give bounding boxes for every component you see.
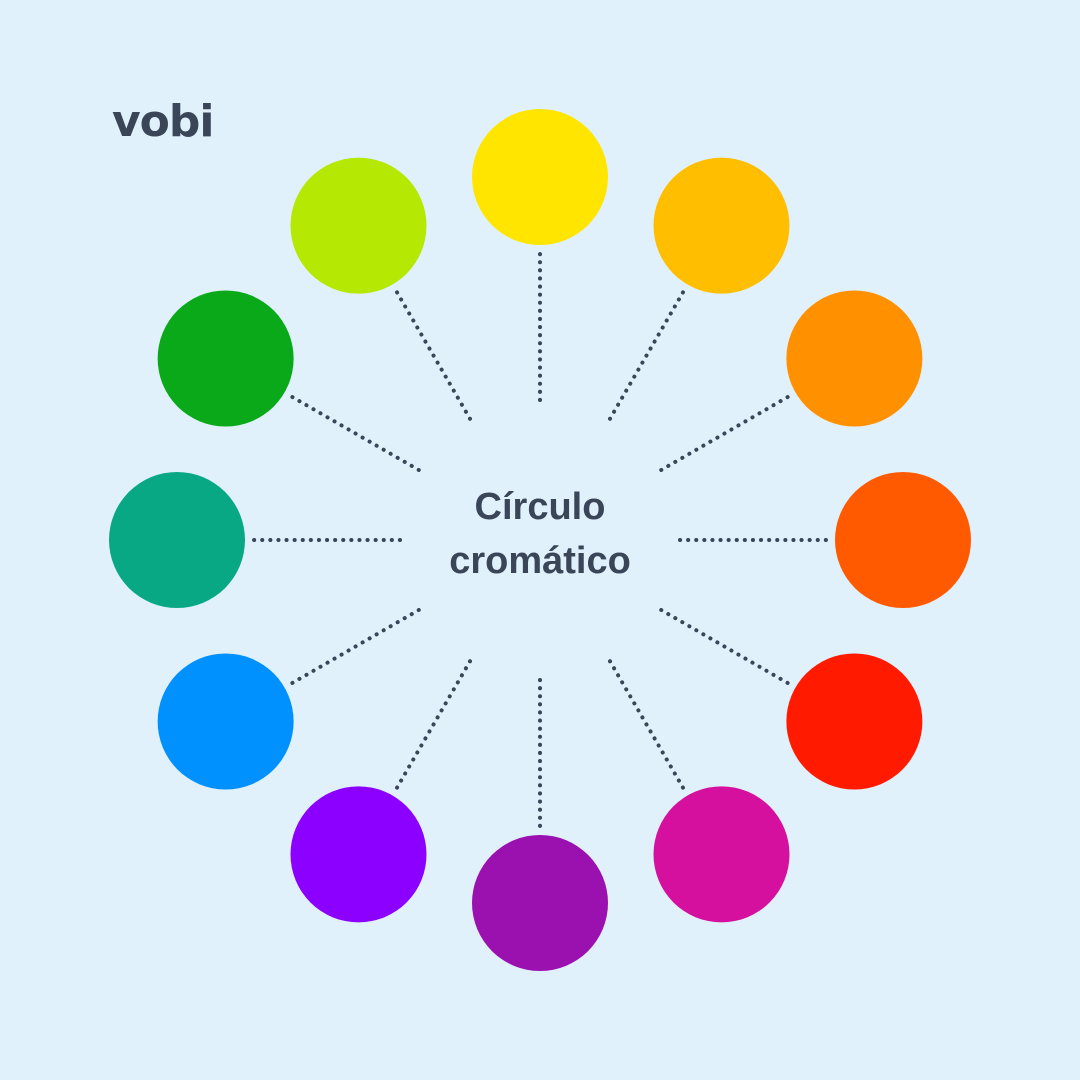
swatch-green xyxy=(157,290,294,427)
connector-yellow-orange xyxy=(608,285,688,421)
swatch-yellow-green xyxy=(290,157,427,294)
swatch-violet xyxy=(290,786,427,923)
center-title-line-1: Círculo xyxy=(474,486,606,528)
swatch-yellow xyxy=(472,109,608,245)
connector-orange xyxy=(659,392,795,472)
swatch-magenta xyxy=(653,786,790,923)
connector-red xyxy=(659,608,795,688)
connector-blue xyxy=(285,608,421,688)
connector-violet xyxy=(392,659,472,795)
color-swatches xyxy=(109,109,971,971)
swatch-red xyxy=(786,653,923,790)
swatch-blue xyxy=(157,653,294,790)
connector-magenta xyxy=(608,659,688,795)
swatch-purple xyxy=(472,835,608,971)
connector-green xyxy=(285,392,421,472)
swatch-red-orange xyxy=(835,472,971,608)
center-title: Círculo cromático xyxy=(390,480,690,588)
swatch-yellow-orange xyxy=(653,157,790,294)
vobi-logo: vobi xyxy=(112,96,214,147)
swatch-orange xyxy=(786,290,923,427)
swatch-teal xyxy=(109,472,245,608)
connector-lines xyxy=(246,246,834,834)
connector-yellow-green xyxy=(392,285,472,421)
center-title-line-2: cromático xyxy=(449,540,631,582)
